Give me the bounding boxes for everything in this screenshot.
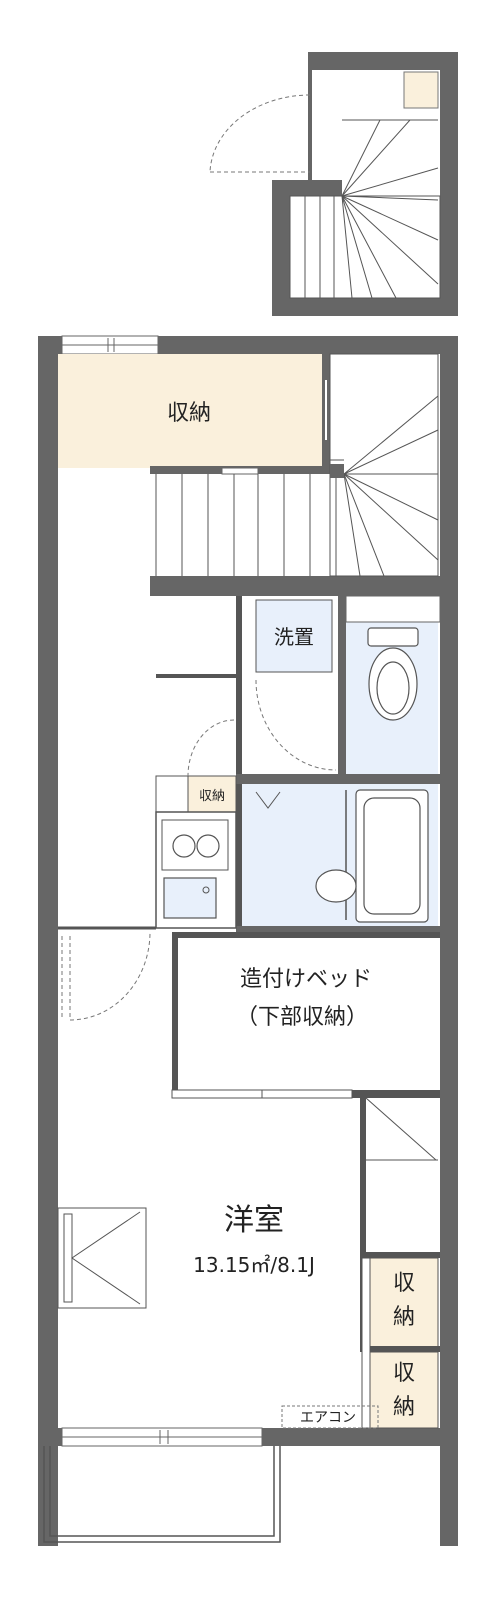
bed-label-line1: 造付けベッド <box>240 967 372 992</box>
loft-wall-right <box>440 52 458 316</box>
loft-wall-left-lower <box>272 180 290 316</box>
aircon-label: エアコン <box>300 1410 356 1426</box>
stair-bottom-wall <box>150 576 440 596</box>
loft-stairs <box>289 119 441 299</box>
basin-icon <box>315 869 357 903</box>
main-winding-stairs <box>329 353 439 577</box>
toilet-icon <box>367 627 419 721</box>
bathtub-icon <box>355 789 429 923</box>
washer-space <box>255 599 333 673</box>
kitchen-storage-label: 収納 <box>199 789 225 804</box>
stove-burner-right-icon <box>196 834 220 858</box>
kitchen-sink-icon <box>163 877 217 919</box>
balcony <box>43 1446 281 1543</box>
loft-wall-bottom <box>272 298 458 316</box>
built-in-bed <box>178 938 438 1090</box>
aircon-unit <box>281 1405 379 1429</box>
closet1-label-line2: 納 <box>393 1305 415 1330</box>
main-floor <box>38 335 458 1546</box>
loft-section <box>209 52 458 316</box>
closet2-label-line2: 納 <box>393 1395 415 1420</box>
loft-door-swing <box>209 94 311 173</box>
main-room-label: 洋室 <box>224 1203 284 1238</box>
main-room-size: 13.15㎡/8.1J <box>193 1253 315 1277</box>
loft-wall-left-upper <box>308 52 312 182</box>
loft-storage-corner <box>403 71 439 109</box>
loft-wall-top <box>308 52 458 70</box>
storage-top <box>58 354 324 468</box>
room-door-swing <box>69 931 151 1021</box>
main-stairs <box>155 474 337 578</box>
closet1-label-line1: 収 <box>393 1271 415 1296</box>
closet-2 <box>369 1351 439 1429</box>
storage-top-label: 収納 <box>167 401 211 426</box>
wall-left <box>38 336 58 1546</box>
bed-label-line2: （下部収納） <box>236 1005 368 1030</box>
closet2-label-line1: 収 <box>393 1361 415 1386</box>
kitchen-storage <box>187 775 237 813</box>
washer-label: 洗置 <box>274 625 314 649</box>
wall-right <box>440 336 458 1546</box>
stove-burner-left-icon <box>172 834 196 858</box>
